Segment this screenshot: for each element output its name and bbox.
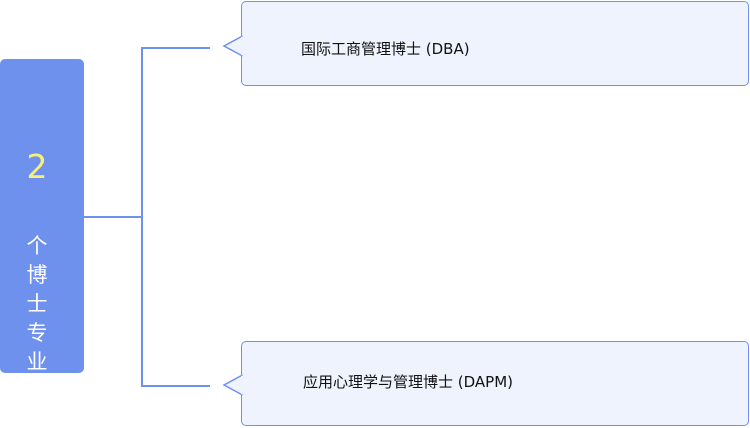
branch-label: 应用心理学与管理博士 (DAPM) bbox=[303, 373, 514, 391]
branch-node-dapm: 应用心理学与管理博士 (DAPM) bbox=[241, 341, 749, 426]
root-node: 2 个 博 士 专 业 bbox=[0, 59, 84, 374]
branch-node-dba: 国际工商管理博士 (DBA) bbox=[241, 1, 749, 86]
branch-label: 国际工商管理博士 (DBA) bbox=[301, 40, 470, 58]
pointer-bottom bbox=[222, 374, 243, 396]
root-label-char: 博 bbox=[26, 263, 48, 287]
root-count: 2 bbox=[26, 147, 48, 186]
root-label-char: 专 bbox=[26, 321, 48, 345]
root-label: 个 博 士 专 业 bbox=[0, 232, 74, 377]
root-label-char: 业 bbox=[26, 350, 48, 374]
root-label-char: 士 bbox=[26, 292, 48, 316]
pointer-top bbox=[222, 35, 243, 57]
bracket-connector bbox=[141, 47, 210, 387]
root-label-char: 个 bbox=[26, 234, 48, 258]
